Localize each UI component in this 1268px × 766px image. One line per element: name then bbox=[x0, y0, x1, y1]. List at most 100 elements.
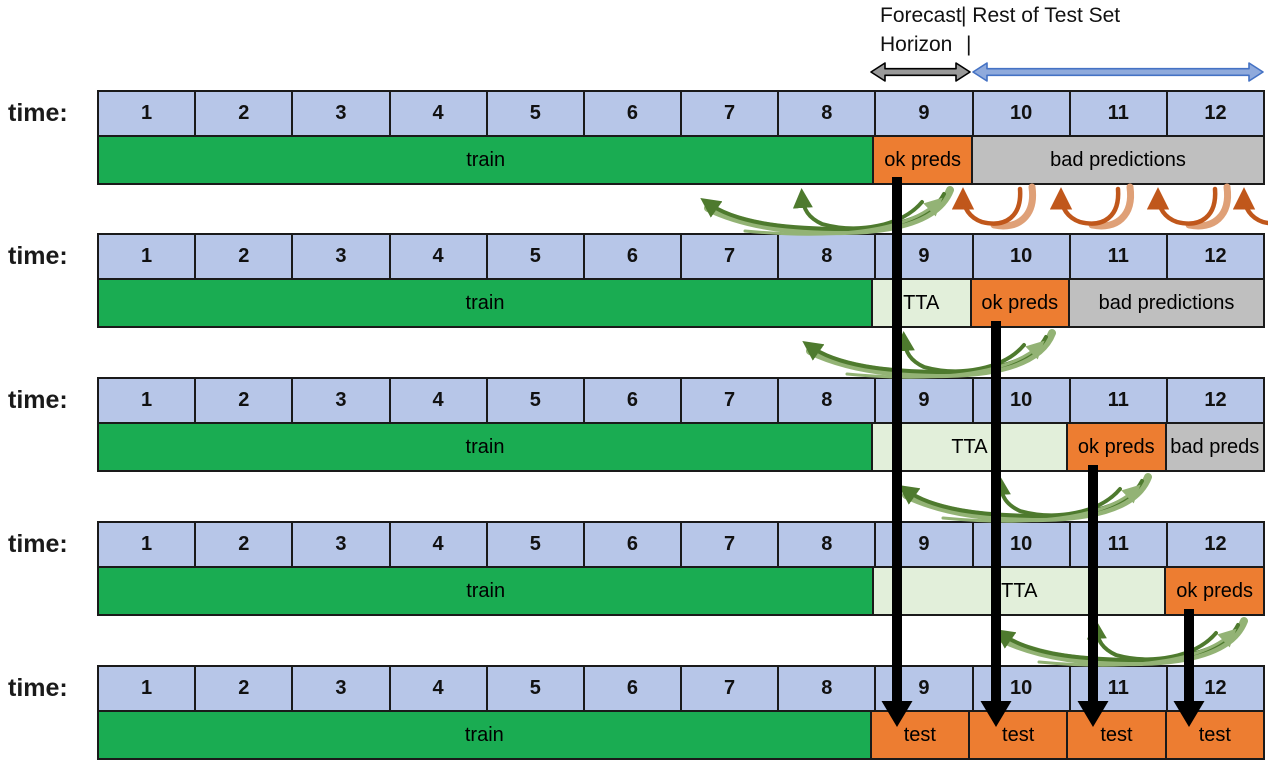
phase-segment-test: test bbox=[970, 712, 1069, 758]
time-cell: 10 bbox=[974, 379, 1071, 422]
time-cell: 9 bbox=[876, 235, 974, 278]
adaptation-arrow-icon bbox=[902, 473, 1152, 523]
time-cell: 2 bbox=[196, 667, 294, 710]
phase-segment-label: TTA bbox=[903, 291, 940, 314]
phase-band: train ok preds bad predictions bbox=[97, 137, 1265, 185]
error-arrow-icon bbox=[1232, 187, 1268, 226]
adaptation-arrow-icon bbox=[998, 617, 1248, 667]
time-cell: 3 bbox=[293, 667, 391, 710]
phase-segment-label: test bbox=[1002, 723, 1035, 746]
adaptation-arrow-icon bbox=[990, 475, 1122, 518]
phase-segment-label: test bbox=[1198, 723, 1231, 746]
phase-segment-label: ok preds bbox=[1176, 579, 1254, 602]
phase-segment-train: train bbox=[99, 424, 873, 470]
time-label: time: bbox=[8, 99, 68, 127]
time-cell: 12 bbox=[1204, 389, 1227, 411]
time-cell: 11 bbox=[1071, 379, 1168, 422]
phase-segment-label: train bbox=[465, 435, 505, 458]
error-arrow-icon bbox=[951, 186, 1023, 226]
adaptation-arrow-icon bbox=[792, 188, 924, 231]
time-cell: 10 bbox=[974, 92, 1071, 135]
time-label: time: bbox=[8, 674, 68, 702]
time-cell: 7 bbox=[682, 523, 780, 566]
error-arrow-icon bbox=[1185, 183, 1232, 230]
forecast-horizon-arrow-icon bbox=[870, 62, 971, 82]
time-cell: 12 bbox=[1204, 677, 1227, 699]
phase-segment-bad-predictions: bad predictions bbox=[1070, 280, 1263, 326]
time-cell: 2 bbox=[196, 92, 294, 135]
time-cell: 12 bbox=[1204, 245, 1227, 267]
phase-segment-label: TTA bbox=[951, 435, 988, 458]
time-cell: 10 bbox=[974, 235, 1071, 278]
phase-band: train TTA ok preds bad preds bbox=[97, 424, 1265, 472]
time-cell: 4 bbox=[391, 523, 488, 566]
phase-segment-test: test bbox=[1068, 712, 1167, 758]
time-cell: 3 bbox=[293, 235, 391, 278]
time-cell: 2 bbox=[196, 523, 294, 566]
time-cell: 2 bbox=[196, 379, 294, 422]
phase-segment-bad-preds: bad preds bbox=[1166, 424, 1263, 470]
time-cell: 7 bbox=[682, 92, 780, 135]
error-arrow-icon bbox=[1049, 186, 1121, 226]
time-cell: 7 bbox=[682, 235, 780, 278]
adaptation-arrow-icon bbox=[802, 335, 1048, 375]
time-cell: 1 bbox=[99, 92, 197, 135]
time-cell: 10 bbox=[974, 523, 1071, 566]
time-cell: 11 bbox=[1071, 92, 1168, 135]
time-cell: 6 bbox=[585, 92, 683, 135]
phase-segment-label: test bbox=[1100, 723, 1133, 746]
time-cell: 3 bbox=[293, 379, 391, 422]
time-cell: 5 bbox=[488, 379, 585, 422]
time-cell: 4 bbox=[391, 235, 488, 278]
adaptation-arrow-icon bbox=[743, 197, 943, 236]
phase-segment-train: train bbox=[99, 568, 875, 614]
time-cell: 6 bbox=[585, 667, 683, 710]
phase-segment-label: TTA bbox=[1001, 579, 1038, 602]
phase-segment-ok-preds: ok preds bbox=[1068, 424, 1167, 470]
time-cell: 12 bbox=[1204, 102, 1227, 124]
phase-segment-test: test bbox=[871, 712, 970, 758]
time-cell: 6 bbox=[585, 235, 683, 278]
time-cell: 8 bbox=[779, 667, 877, 710]
phase-segment-label: train bbox=[464, 723, 504, 746]
adaptation-arrow-icon bbox=[898, 479, 1144, 519]
adaptation-arrow-icon bbox=[704, 186, 954, 236]
time-label: time: bbox=[8, 386, 68, 414]
time-cell: 8 bbox=[779, 235, 877, 278]
time-cell: 11 bbox=[1071, 235, 1168, 278]
phase-segment-label: ok preds bbox=[1077, 435, 1155, 458]
time-cell: 4 bbox=[391, 667, 488, 710]
time-cell: 3 bbox=[293, 92, 391, 135]
time-cell: 9 bbox=[876, 92, 974, 135]
adaptation-arrow-icon bbox=[941, 484, 1141, 523]
time-cell: 8 bbox=[779, 523, 877, 566]
error-arrow-icon bbox=[1088, 183, 1135, 230]
phase-segment-label: train bbox=[465, 291, 505, 314]
phase-segment-train: train bbox=[99, 137, 875, 183]
phase-segment-bad-predictions: bad predictions bbox=[973, 137, 1263, 183]
time-cell: 5 bbox=[488, 92, 585, 135]
time-cell: 1 bbox=[99, 667, 197, 710]
phase-segment-label: bad predictions bbox=[1050, 148, 1186, 171]
phase-segment-TTA: TTA bbox=[873, 424, 1068, 470]
time-cell: 5 bbox=[488, 523, 585, 566]
time-cell: 10 bbox=[974, 667, 1071, 710]
phase-segment-label: bad predictions bbox=[1098, 291, 1235, 314]
time-cell: 5 bbox=[488, 235, 585, 278]
phase-segment-TTA: TTA bbox=[874, 568, 1167, 614]
time-cell: 4 bbox=[391, 92, 488, 135]
error-arrow-icon bbox=[1146, 186, 1218, 226]
time-cell: 2 bbox=[196, 235, 294, 278]
adaptation-arrow-icon bbox=[845, 340, 1045, 379]
time-cell: 1 bbox=[99, 379, 197, 422]
forecast-label: Forecast bbox=[880, 4, 962, 27]
phase-segment-label: ok preds bbox=[884, 148, 962, 171]
adaptation-arrow-icon bbox=[1037, 628, 1237, 667]
rest-of-test-set-label: | Rest of Test Set bbox=[961, 4, 1121, 27]
phase-segment-test: test bbox=[1166, 712, 1263, 758]
